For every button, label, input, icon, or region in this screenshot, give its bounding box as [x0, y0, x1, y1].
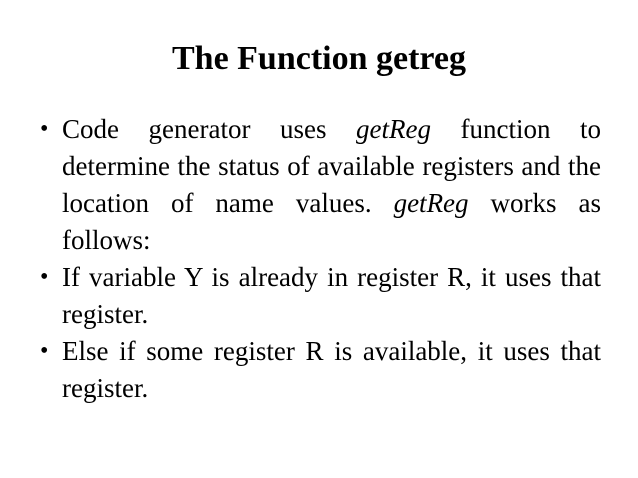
bullet-list: • Code generator uses getReg function to …: [0, 111, 638, 407]
bullet-marker-icon: •: [40, 338, 49, 364]
text-segment: works as follows:: [62, 188, 601, 255]
bullet-marker-icon: •: [40, 116, 49, 142]
bullet-item: • Code generator uses getReg function to …: [40, 111, 601, 259]
bullet-marker-icon: •: [40, 264, 49, 290]
bullet-item: • If variable Y is already in register R,…: [40, 259, 601, 333]
slide-title: The Function getreg: [171, 40, 466, 77]
italic-term: getReg: [356, 114, 431, 144]
bullet-item: • Else if some register R is available, i…: [40, 333, 601, 407]
text-segment: Else if some register R is available, it…: [62, 336, 601, 403]
text-segment: If variable Y is already in register R, …: [62, 262, 601, 329]
text-segment: Code generator uses: [62, 114, 356, 144]
italic-term: getReg: [393, 188, 469, 218]
text-segment: function to determine the status of avai…: [62, 114, 601, 218]
